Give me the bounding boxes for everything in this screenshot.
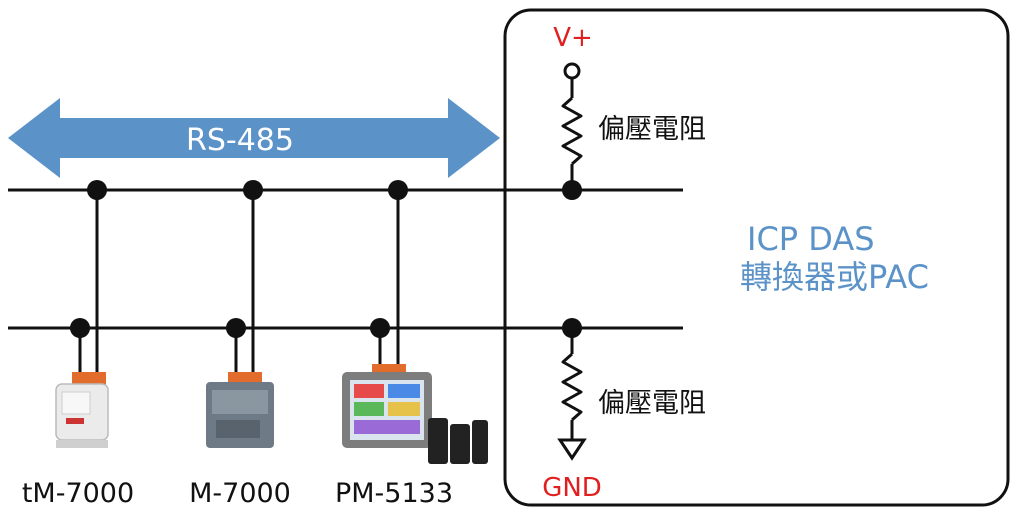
supply-terminal — [563, 62, 581, 80]
device-label-m7000: M-7000 — [189, 478, 291, 509]
controller-label-line2: 轉換器或PAC — [740, 258, 929, 296]
device-label-pm5133: PM-5133 — [335, 478, 453, 509]
device-tm7000-image — [55, 372, 109, 448]
device-pm5133-image — [342, 364, 488, 464]
bias-resistor-top — [561, 96, 583, 166]
supply-label: V+ — [553, 23, 593, 53]
bias-label-bottom: 偏壓電阻 — [598, 388, 706, 419]
bias-label-top: 偏壓電阻 — [598, 114, 706, 145]
ground-label: GND — [542, 473, 602, 503]
ground-symbol — [557, 438, 587, 461]
rs485-label: RS-485 — [186, 123, 294, 158]
controller-box — [503, 8, 1010, 507]
device-m7000-image — [206, 372, 274, 448]
rs485-arrow — [8, 98, 500, 178]
bias-resistor-bottom — [561, 352, 583, 422]
device-label-tm7000: tM-7000 — [22, 478, 134, 509]
controller-label-line1: ICP DAS — [747, 220, 875, 258]
